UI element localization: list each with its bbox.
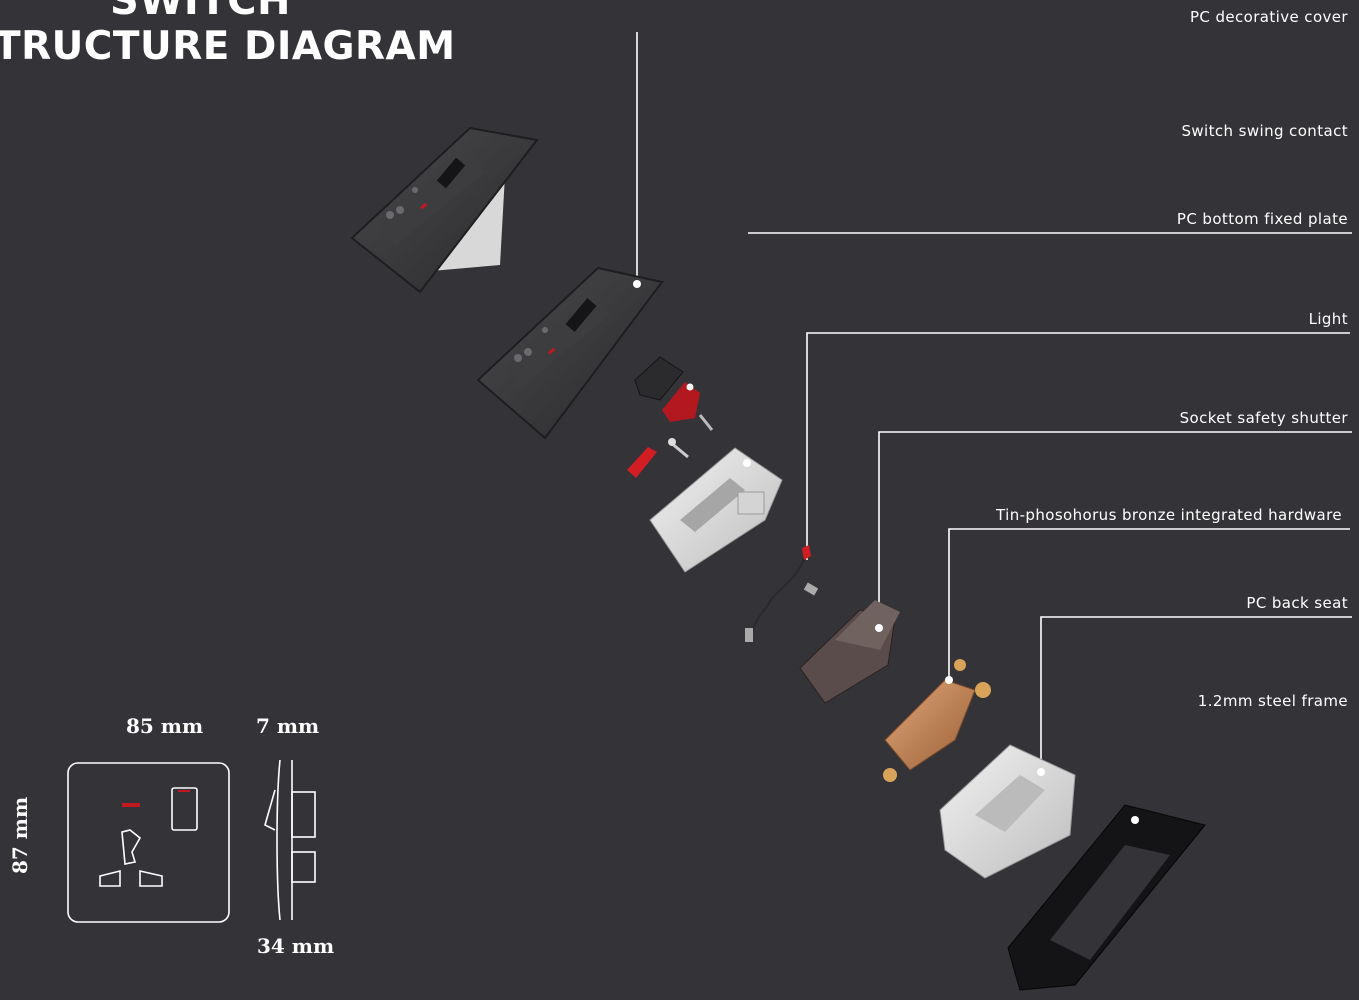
callout-lines: [637, 32, 1352, 772]
callout-line-hardware: [949, 529, 1350, 680]
side-view-drawing: [265, 760, 315, 920]
pc-bottom-fixed-plate-part: [650, 448, 782, 572]
callout-line-light: [807, 333, 1350, 560]
callout-line-back-seat: [1041, 617, 1352, 772]
socket-safety-shutter-part: [800, 600, 900, 703]
pc-back-seat-part: [940, 745, 1075, 878]
front-view-indicator: [122, 803, 140, 807]
light-lens: [627, 438, 688, 478]
front-view-drawing: [68, 763, 229, 922]
callout-line-shutter: [879, 432, 1352, 628]
decorative-cover-plate: [352, 128, 537, 292]
swing-contact-plate: [478, 268, 662, 438]
bronze-hardware-part: [883, 659, 991, 782]
switch-rocker: [635, 357, 712, 430]
front-view-switch-mark: [178, 790, 190, 792]
